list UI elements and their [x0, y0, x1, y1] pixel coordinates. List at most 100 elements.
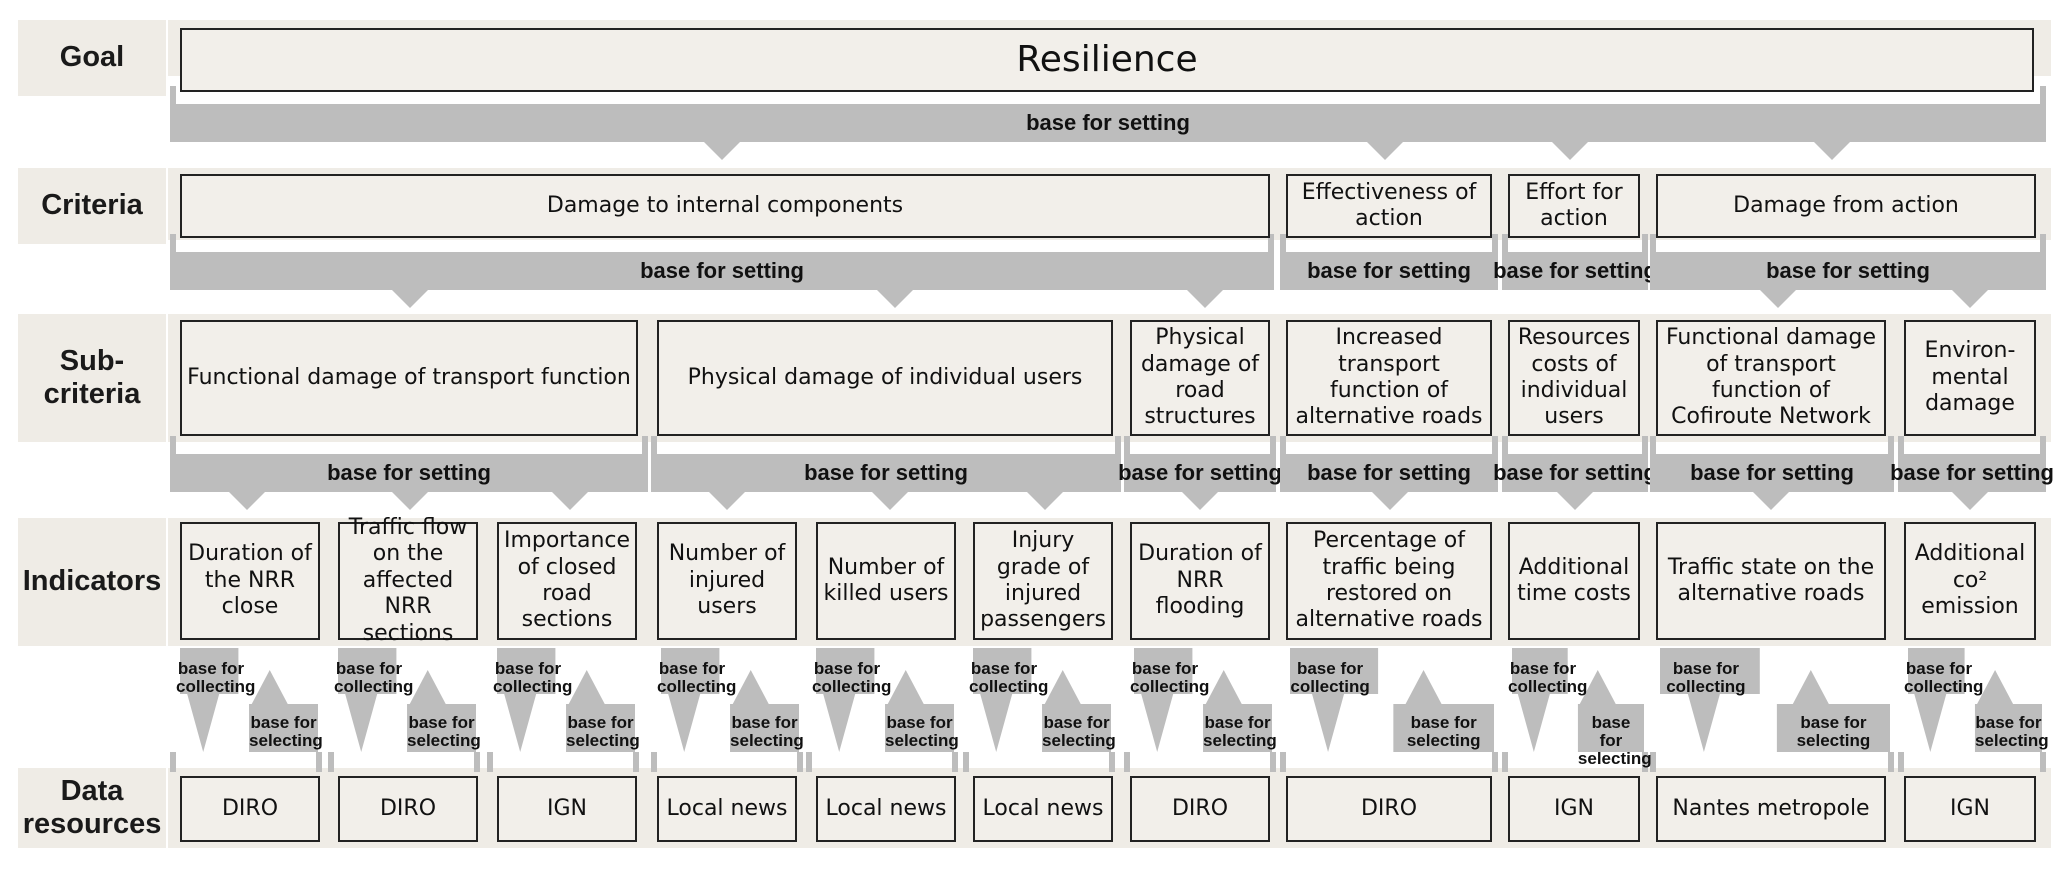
bar-sub-3-label: base for setting: [1307, 460, 1471, 485]
bar-goal-stub-left: [170, 86, 176, 104]
data-stub-2-1: [633, 752, 639, 772]
select-arrow-10: [1974, 670, 2042, 752]
subcriteria-box-physical-road: Physical damage of road structures: [1130, 320, 1270, 436]
bar-criteria-1-label: base for setting: [1307, 258, 1471, 283]
bar-sub-4-arrow-0: [1557, 492, 1593, 510]
indicator-box-killed-users: Number of killed users: [816, 522, 956, 640]
bar-criteria-3: [1650, 252, 2046, 290]
bar-criteria-3-arrow-1: [1952, 290, 1988, 308]
indicator-box-injury-grade: Injury grade of injured passengers: [973, 522, 1113, 640]
bar-goal-arrow-2: [1552, 142, 1588, 160]
select-arrow-7: [1393, 670, 1494, 752]
bar-goal: [170, 104, 2046, 142]
bar-sub-4-stub-right: [1642, 436, 1648, 454]
data-stub-1-1: [474, 752, 480, 772]
collect-label-3: base for collecting: [657, 659, 737, 696]
collect-arrow-6: [1134, 648, 1193, 752]
bar-sub-5-arrow-0: [1753, 492, 1789, 510]
bar-criteria-0: [170, 252, 1274, 290]
data-stub-2-0: [487, 752, 493, 772]
collect-arrow-7: [1290, 648, 1379, 752]
bar-goal-arrow-0: [704, 142, 740, 160]
select-label-6: base for selecting: [1203, 713, 1277, 750]
data-stub-5-1: [1109, 752, 1115, 772]
collect-label-4: base for collecting: [812, 659, 892, 696]
indicator-box-duration-close: Duration of the NRR close: [180, 522, 320, 640]
bar-sub-2-stub-right: [1270, 436, 1276, 454]
select-label-1: base for selecting: [407, 713, 481, 750]
collect-arrow-5: [973, 648, 1032, 752]
bar-sub-2-stub-left: [1124, 436, 1130, 454]
bar-criteria-0-arrow-1: [877, 290, 913, 308]
collect-label-9: base for collecting: [1666, 659, 1746, 696]
data-stub-7-0: [1280, 752, 1286, 772]
bar-sub-0-stub-left: [170, 436, 176, 454]
bar-sub-0: [170, 454, 648, 492]
bar-sub-5: [1650, 454, 1894, 492]
bar-sub-1-arrow-2: [1027, 492, 1063, 510]
bar-sub-1-arrow-0: [709, 492, 745, 510]
bar-sub-5-stub-left: [1650, 436, 1656, 454]
subcriteria-box-resources-costs: Resources costs of individual users: [1508, 320, 1640, 436]
indicator-box-time-costs: Additional time costs: [1508, 522, 1640, 640]
select-label-4: base for selecting: [885, 713, 959, 750]
criteria-box-damage-action: Damage from action: [1656, 174, 2036, 238]
bar-goal-label: base for setting: [1026, 110, 1190, 135]
bar-sub-0-arrow-1: [392, 492, 428, 510]
bar-criteria-0-label: base for setting: [640, 258, 804, 283]
bar-sub-1-arrow-1: [872, 492, 908, 510]
bar-sub-3-stub-right: [1492, 436, 1498, 454]
select-arrow-9: [1776, 670, 1890, 752]
bar-sub-5-label: base for setting: [1690, 460, 1854, 485]
indicator-box-injured-users: Number of injured users: [657, 522, 797, 640]
collect-label-5: base for collecting: [969, 659, 1049, 696]
select-label-3: base for selecting: [730, 713, 804, 750]
data-stub-10-1: [2040, 752, 2046, 772]
data-box-10: IGN: [1904, 776, 2036, 842]
bar-sub-2-label: base for setting: [1118, 460, 1282, 485]
bar-sub-0-stub-right: [642, 436, 648, 454]
collect-arrow-10: [1908, 648, 1965, 752]
select-label-7: base for selecting: [1406, 713, 1481, 750]
subcriteria-box-functional-transport: Functional damage of transport function: [180, 320, 638, 436]
data-stub-5-0: [963, 752, 969, 772]
bar-sub-3-arrow-0: [1372, 492, 1408, 510]
select-label-0: base for selecting: [249, 713, 323, 750]
bar-criteria-3-stub-right: [2040, 234, 2046, 252]
row-label-indicators: Indicators: [18, 518, 166, 646]
collect-arrow-9: [1660, 648, 1760, 752]
bar-sub-4-stub-left: [1502, 436, 1508, 454]
bar-criteria-3-stub-left: [1650, 234, 1656, 252]
bar-sub-6-stub-left: [1898, 436, 1904, 454]
bar-sub-0-arrow-2: [552, 492, 588, 510]
bar-criteria-2-label: base for setting: [1493, 258, 1657, 283]
bar-sub-0-label: base for setting: [327, 460, 491, 485]
criteria-box-effectiveness: Effectiveness of action: [1286, 174, 1492, 238]
row-label-goal: Goal: [18, 20, 166, 96]
indicator-box-duration-flooding: Duration of NRR flooding: [1130, 522, 1270, 640]
collect-arrow-8: [1512, 648, 1568, 752]
bar-sub-0-arrow-0: [229, 492, 265, 510]
bar-sub-3-stub-left: [1280, 436, 1286, 454]
bar-sub-6-label: base for setting: [1890, 460, 2054, 485]
data-box-7: DIRO: [1286, 776, 1492, 842]
collect-label-10: base for collecting: [1904, 659, 1984, 696]
select-label-9: base for selecting: [1796, 713, 1871, 750]
collect-arrow-1: [338, 648, 397, 752]
bar-sub-1: [651, 454, 1121, 492]
subcriteria-box-increased-transport: Increased transport function of alternat…: [1286, 320, 1492, 436]
subcriteria-box-cofiroute: Functional damage of transport function …: [1656, 320, 1886, 436]
select-arrow-1: [407, 670, 476, 752]
subcriteria-box-physical-users: Physical damage of individual users: [657, 320, 1113, 436]
data-stub-9-1: [1888, 752, 1894, 772]
row-label-subcriteria: Sub-criteria: [18, 314, 166, 442]
bar-sub-1-stub-right: [1115, 436, 1121, 454]
collect-arrow-0: [180, 648, 239, 752]
row-label-criteria: Criteria: [18, 168, 166, 244]
subcriteria-box-environmental: Environ-mental damage: [1904, 320, 2036, 436]
data-box-0: DIRO: [180, 776, 320, 842]
data-box-2: IGN: [497, 776, 637, 842]
row-label-data-resources: Data resources: [18, 768, 166, 848]
